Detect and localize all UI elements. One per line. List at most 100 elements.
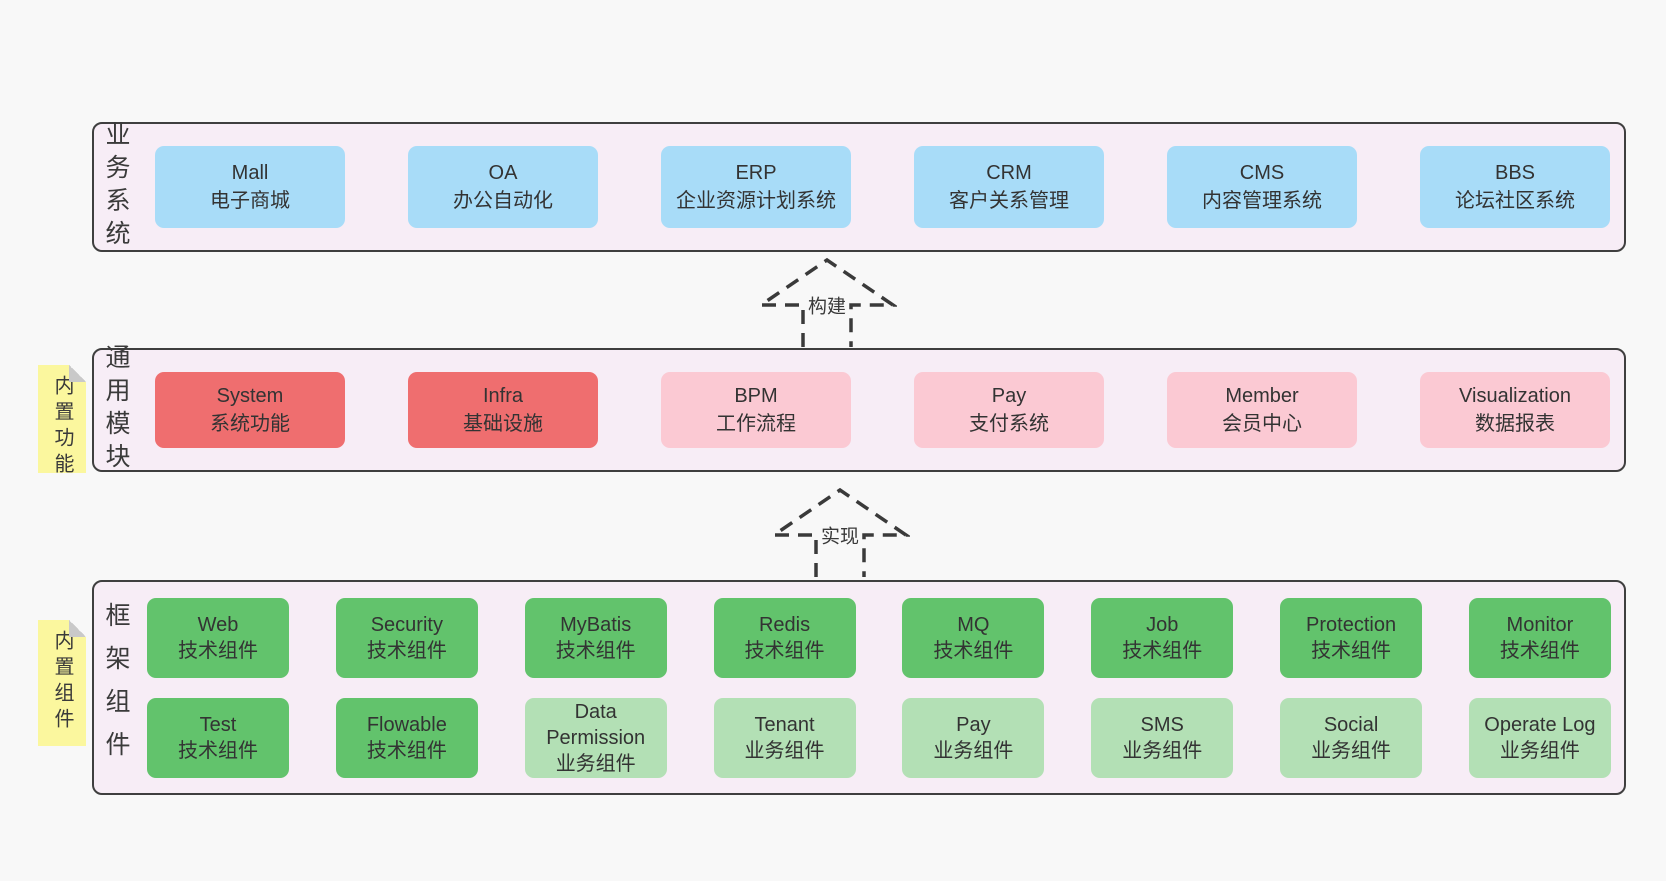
box-title: ERP [735, 162, 777, 184]
box-subtitle: 技术组件 [555, 639, 636, 662]
arrow-implement: 实现 [770, 487, 910, 577]
box-title: Monitor [1506, 613, 1574, 636]
box-title: Protection [1306, 613, 1397, 636]
box-bbs: BBS 论坛社区系统 [1420, 146, 1610, 228]
box-subtitle: 技术组件 [933, 639, 1014, 662]
box-system: System 系统功能 [155, 372, 345, 448]
arrow-implement-label: 实现 [817, 521, 863, 549]
box-title: CRM [986, 162, 1032, 184]
box-flowable: Flowable 技术组件 [335, 697, 478, 778]
box-title: Web [197, 613, 239, 636]
box-title: Visualization [1459, 385, 1571, 407]
common-modules-box-row: System 系统功能 Infra 基础设施 BPM 工作流程 Pay 支付系统… [155, 350, 1610, 470]
box-protection: Protection 技术组件 [1280, 597, 1423, 678]
box-test: Test 技术组件 [147, 697, 289, 778]
sticky-note-builtin-components: 内置组件 [38, 620, 86, 746]
box-subtitle: 基础设施 [463, 413, 543, 435]
layer-business-systems: 业务系统 Mall 电子商城 OA 办公自动化 ERP 企业资源计划系统 CRM… [92, 121, 1626, 253]
box-subtitle: 技术组件 [366, 639, 447, 662]
box-subtitle: 数据报表 [1475, 413, 1555, 435]
box-bpm: BPM 工作流程 [661, 372, 851, 448]
folded-corner-icon [69, 365, 86, 382]
box-subtitle: 技术组件 [1122, 639, 1203, 662]
box-title: Flowable [366, 713, 447, 736]
box-subtitle: 电子商城 [210, 190, 290, 212]
box-subtitle: 技术组件 [366, 739, 447, 762]
box-subtitle: 业务组件 [933, 739, 1014, 762]
layer-business-systems-label: 业务系统 [102, 121, 130, 253]
box-social: Social 业务组件 [1280, 697, 1423, 778]
up-arrow-icon [770, 487, 910, 577]
box-subtitle: 业务组件 [1122, 739, 1203, 762]
box-crm: CRM 客户关系管理 [914, 146, 1104, 228]
box-subtitle: 技术组件 [178, 639, 258, 662]
box-subtitle: 技术组件 [1311, 639, 1392, 662]
box-subtitle: 办公自动化 [453, 190, 553, 212]
box-title: Member [1225, 385, 1299, 407]
box-oa: OA 办公自动化 [408, 146, 598, 228]
box-infra: Infra 基础设施 [408, 372, 598, 448]
layer-framework-components-label: 框架组件 [102, 601, 130, 774]
box-pay: Pay 支付系统 [914, 372, 1104, 448]
box-operate-log: Operate Log 业务组件 [1468, 697, 1611, 778]
framework-components-row-2: Test 技术组件 Flowable 技术组件 Data Permission … [147, 697, 1611, 778]
box-sms: SMS 业务组件 [1091, 697, 1234, 778]
box-tenant: Tenant 业务组件 [713, 697, 856, 778]
box-visualization: Visualization 数据报表 [1420, 372, 1610, 448]
box-title: BBS [1494, 162, 1536, 184]
box-web: Web 技术组件 [147, 597, 289, 678]
business-systems-box-row: Mall 电子商城 OA 办公自动化 ERP 企业资源计划系统 CRM 客户关系… [155, 124, 1610, 250]
box-title: SMS [1140, 713, 1184, 736]
box-subtitle: 论坛社区系统 [1455, 190, 1575, 212]
up-arrow-icon [757, 257, 897, 347]
box-title: MyBatis [560, 613, 632, 636]
box-title: OA [488, 162, 518, 184]
box-subtitle: 技术组件 [744, 639, 825, 662]
box-title: Security [370, 613, 443, 636]
folded-corner-icon [69, 620, 86, 637]
arrow-build-label: 构建 [804, 291, 850, 319]
box-subtitle: 业务组件 [1499, 739, 1580, 762]
box-subtitle: 技术组件 [178, 739, 258, 762]
layer-common-modules: 通用模块 System 系统功能 Infra 基础设施 BPM 工作流程 Pay… [92, 344, 1626, 476]
box-job: Job 技术组件 [1091, 597, 1234, 678]
box-subtitle: 内容管理系统 [1202, 190, 1322, 212]
box-security: Security 技术组件 [335, 597, 478, 678]
box-subtitle: 业务组件 [555, 752, 636, 775]
box-subtitle: 业务组件 [744, 739, 825, 762]
framework-components-row-1: Web 技术组件 Security 技术组件 MyBatis 技术组件 Redi… [147, 597, 1611, 678]
box-title: Redis [758, 613, 811, 636]
layer-common-modules-label: 通用模块 [102, 344, 130, 476]
box-title: Test [199, 713, 237, 736]
sticky-note-text: 内置功能 [51, 375, 73, 479]
box-member: Member 会员中心 [1167, 372, 1357, 448]
box-title: MQ [957, 613, 990, 636]
box-redis: Redis 技术组件 [713, 597, 856, 678]
framework-components-rows: Web 技术组件 Security 技术组件 MyBatis 技术组件 Redi… [147, 597, 1611, 778]
box-title: Social [1323, 713, 1379, 736]
box-subtitle: 技术组件 [1499, 639, 1580, 662]
box-data-permission: Data Permission 业务组件 [524, 697, 667, 778]
box-subtitle: 企业资源计划系统 [676, 190, 836, 212]
box-erp: ERP 企业资源计划系统 [661, 146, 851, 228]
box-title: System [216, 385, 284, 407]
box-mall: Mall 电子商城 [155, 146, 345, 228]
box-subtitle: 支付系统 [969, 413, 1049, 435]
box-title: CMS [1239, 162, 1285, 184]
sticky-note-builtin-features: 内置功能 [38, 365, 86, 479]
box-mybatis: MyBatis 技术组件 [524, 597, 667, 678]
box-title: Tenant [754, 713, 815, 736]
box-title: BPM [734, 385, 778, 407]
box-subtitle: 客户关系管理 [949, 190, 1069, 212]
box-subtitle: 系统功能 [210, 413, 290, 435]
box-title: Job [1146, 613, 1179, 636]
box-pay-business: Pay 业务组件 [902, 697, 1045, 778]
sticky-note-text: 内置组件 [51, 630, 73, 734]
box-subtitle: 工作流程 [716, 413, 796, 435]
layer-framework-components: 框架组件 Web 技术组件 Security 技术组件 MyBatis 技术组件… [92, 580, 1626, 795]
box-title: Data Permission [546, 700, 646, 749]
box-subtitle: 业务组件 [1311, 739, 1392, 762]
box-title: Mall [231, 162, 269, 184]
box-title: Operate Log [1484, 713, 1596, 736]
